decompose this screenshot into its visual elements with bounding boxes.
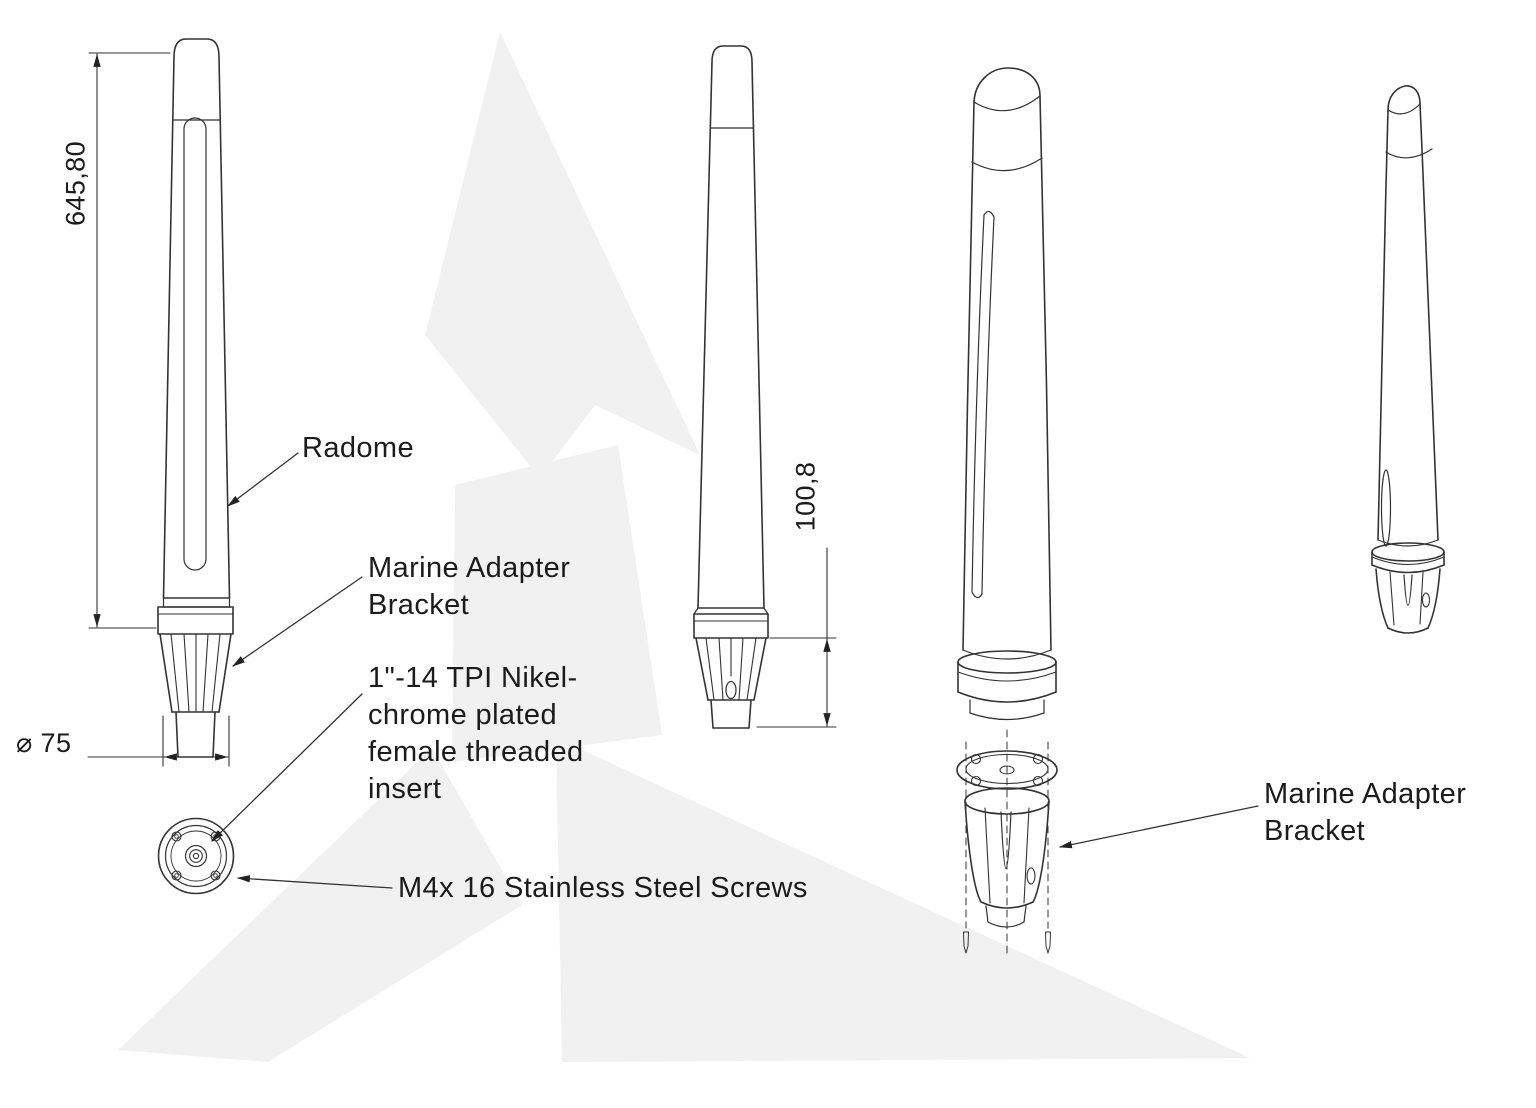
marine-adapter-left-leader-line <box>232 576 363 667</box>
height-dimension <box>88 52 171 629</box>
marine-adapter-right-leader-line <box>1058 805 1259 849</box>
threaded-insert-line4: insert <box>368 773 442 805</box>
screws-leader-line <box>236 875 393 889</box>
bottom-view <box>157 817 235 895</box>
threaded-insert-line3: female threaded <box>368 736 584 768</box>
marine-adapter-right-line2: Bracket <box>1264 815 1366 847</box>
base-diameter-dimension-label: ⌀ 75 <box>16 728 72 758</box>
antenna-front-view-1 <box>157 38 234 758</box>
threaded-insert-line2: chrome plated <box>368 699 557 731</box>
threaded-insert-leader-line <box>211 693 363 842</box>
marine-adapter-right-line1: Marine Adapter <box>1264 778 1467 810</box>
threaded-insert-label: 1"-14 TPI Nikel- chrome plated female th… <box>368 660 584 808</box>
marine-adapter-bracket-label-left: Marine Adapter Bracket <box>368 550 570 624</box>
antenna-isometric-view <box>956 67 1058 959</box>
threaded-insert-line1: 1"-14 TPI Nikel- <box>368 662 578 694</box>
antenna-perspective-view <box>1371 85 1445 634</box>
watermark <box>118 32 1250 1062</box>
leader-lines <box>211 452 1259 889</box>
diameter-dimension <box>87 715 230 767</box>
marine-adapter-left-line1: Marine Adapter <box>368 552 571 584</box>
stainless-screws-label: M4x 16 Stainless Steel Screws <box>398 872 808 904</box>
antenna-front-view-2 <box>693 45 769 729</box>
overall-height-dimension-label: 645,80 <box>60 141 91 226</box>
marine-adapter-left-line2: Bracket <box>368 589 470 621</box>
bracket-height-dimension <box>756 547 837 728</box>
bracket-height-dimension-label: 100,8 <box>790 461 821 532</box>
marine-adapter-bracket-label-right: Marine Adapter Bracket <box>1264 776 1466 850</box>
radome-leader-line <box>227 452 299 507</box>
radome-label: Radome <box>302 432 415 464</box>
